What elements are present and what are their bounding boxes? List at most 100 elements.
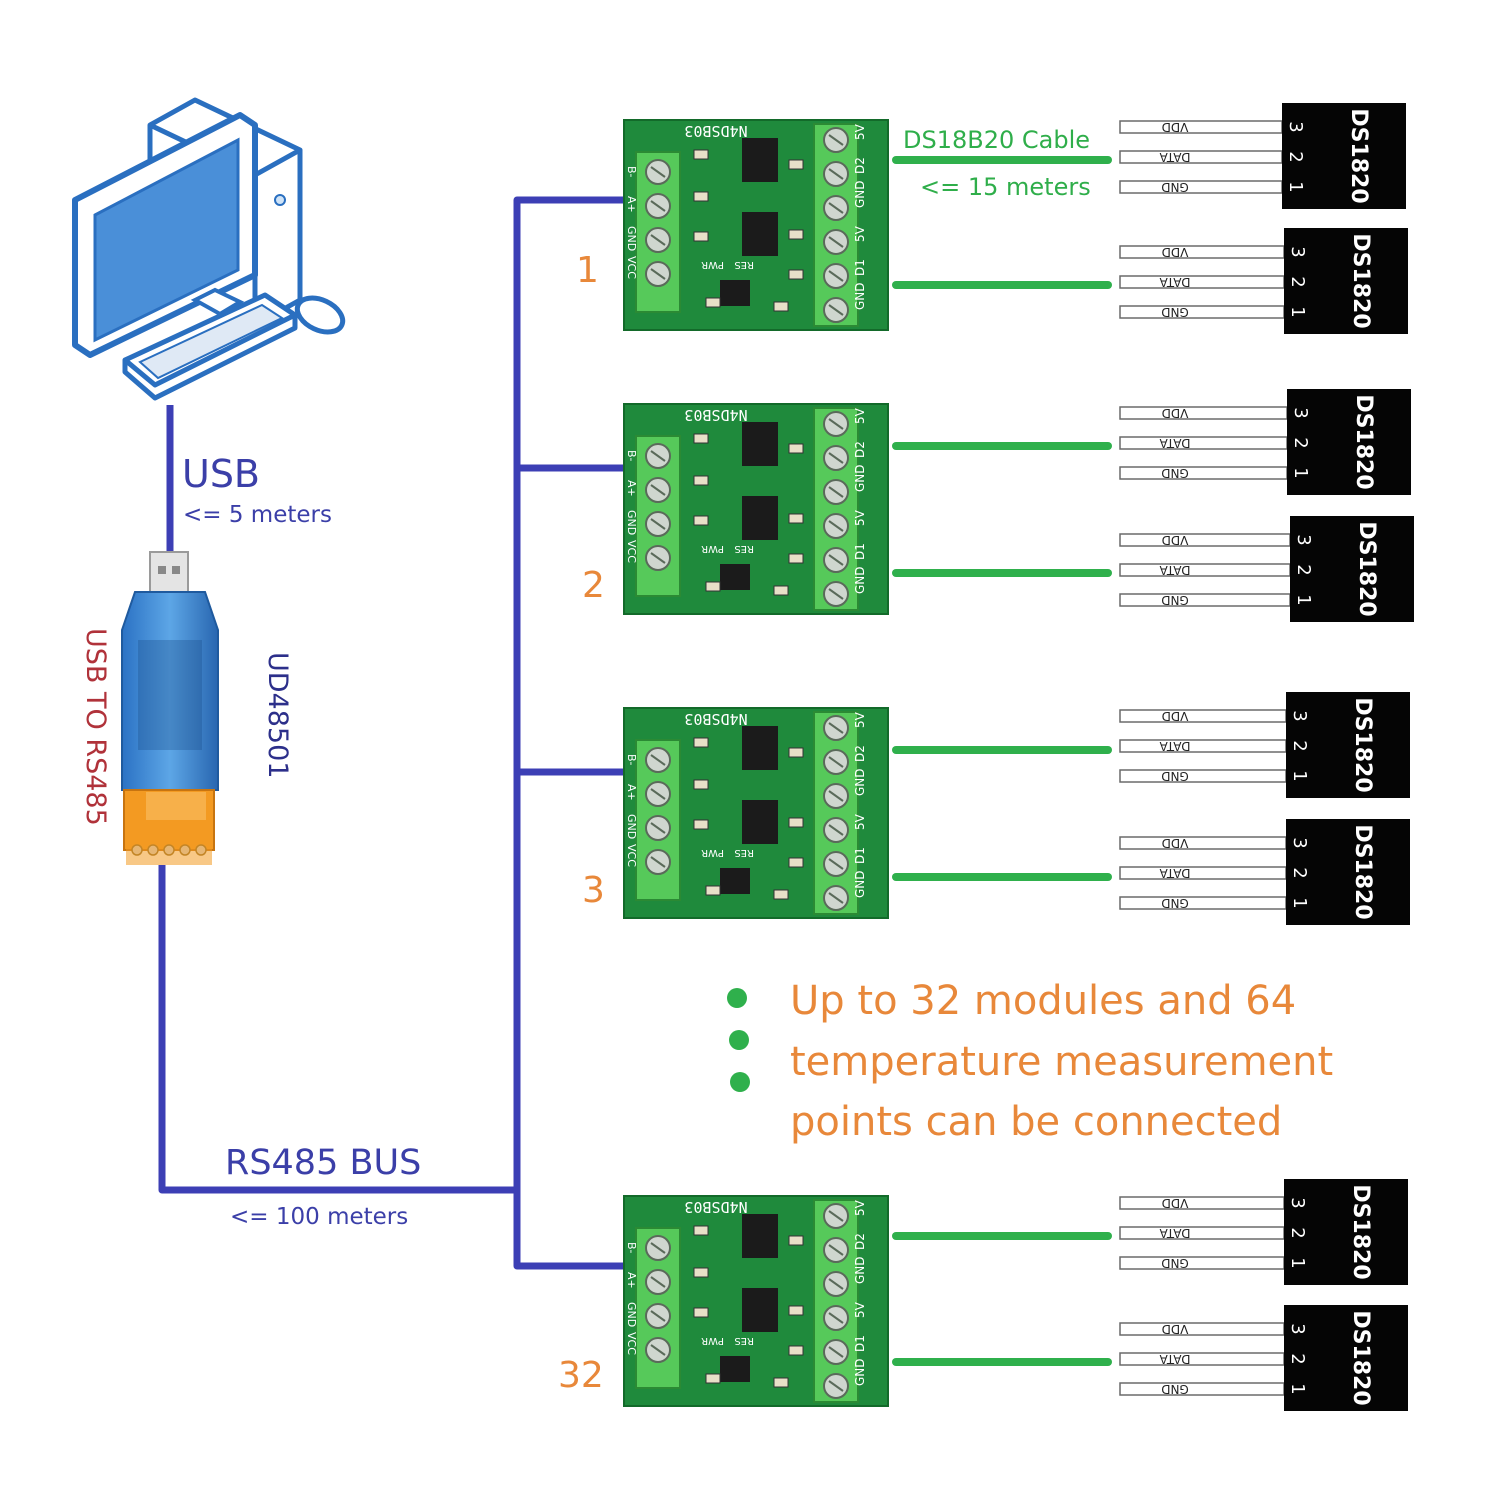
note-line-3: points can be connected: [790, 1099, 1283, 1145]
right-terminal-label: 5V: [853, 407, 867, 424]
sensor-body: [1290, 516, 1414, 622]
board-model-label: N4DSB03: [684, 1198, 747, 1216]
screw-slot: [828, 168, 844, 180]
smd-component: [693, 819, 709, 830]
sensor-body: [1287, 389, 1411, 495]
left-terminal-label: A+: [625, 784, 638, 801]
left-terminal-label: B-: [625, 450, 638, 462]
converter-name-label: USB TO RS485: [80, 628, 111, 826]
sensor-lead: [1119, 1382, 1285, 1396]
screw-slot: [650, 1242, 666, 1254]
sensor-pin-name: VDD: [1162, 709, 1189, 723]
screw-slot: [828, 452, 844, 464]
screw-slot: [650, 450, 666, 462]
sensor-lead: [1119, 1256, 1285, 1270]
screw-slot: [828, 486, 844, 498]
sensor-lead: [1119, 305, 1285, 319]
cable-label: DS18B20 Cable: [903, 126, 1091, 154]
sensor-name-label: DS1820: [1350, 697, 1375, 792]
terminal-block-right: [813, 123, 859, 327]
sensor-body: [1282, 103, 1406, 209]
screw-slot: [650, 856, 666, 868]
sensor-pin-number: 2: [1293, 564, 1314, 575]
computer-icon: [72, 97, 346, 401]
sensor-pin-name: GND: [1161, 1256, 1189, 1270]
right-terminal-label: D1: [853, 543, 867, 560]
left-terminal-label: VCC: [625, 844, 638, 867]
right-terminal-label: D1: [853, 1335, 867, 1352]
sensor-pin-name: GND: [1161, 305, 1189, 319]
sensor-lead: [1119, 150, 1283, 164]
pwr-silkscreen: PWR: [701, 1335, 724, 1346]
smd-component: [693, 1225, 709, 1236]
usb-distance-label: <= 5 meters: [183, 502, 332, 528]
sensor-pin-name: DATA: [1159, 275, 1191, 289]
sensor-cables-layer: [892, 156, 1112, 1366]
screw-slot: [828, 858, 844, 870]
sensor-lead: [1119, 1196, 1285, 1210]
res-silkscreen: RES: [734, 543, 754, 554]
sensor-pin-name: GND: [1161, 1382, 1189, 1396]
sensor-pin-name: GND: [1161, 466, 1189, 480]
board-model-label: N4DSB03: [684, 122, 747, 140]
sensor-pin-number: 2: [1287, 276, 1308, 287]
regulator-chip: [720, 868, 750, 894]
sensor-pin-name: GND: [1161, 180, 1189, 194]
sensor-pin-number: 3: [1287, 1323, 1308, 1334]
sensor-pin-number: 2: [1290, 437, 1311, 448]
screw-slot: [828, 1210, 844, 1222]
rs485-bus-label: RS485 BUS: [225, 1143, 422, 1183]
cable-distance-label: <= 15 meters: [920, 173, 1091, 201]
sensor-pin-name: VDD: [1162, 533, 1189, 547]
sensor-pin-name: VDD: [1162, 120, 1189, 134]
screw-slot: [828, 202, 844, 214]
screw-slot: [828, 1278, 844, 1290]
sensor-pin-number: 3: [1293, 534, 1314, 545]
sensor-pin-number: 1: [1287, 1383, 1308, 1394]
sensor-pin-name: DATA: [1159, 1352, 1191, 1366]
sensor-lead: [1119, 896, 1287, 910]
sensor-pin-name: VDD: [1162, 836, 1189, 850]
sensor-name-label: DS1820: [1348, 1310, 1373, 1405]
screw-slot: [828, 824, 844, 836]
sensor-pin-number: 2: [1285, 151, 1306, 162]
screw-slot: [828, 236, 844, 248]
sensor-name-label: DS1820: [1348, 1184, 1373, 1279]
screw-slot: [650, 1310, 666, 1322]
sensor-pin-name: VDD: [1162, 406, 1189, 420]
smd-component: [788, 817, 804, 828]
sensor-pin-name: GND: [1161, 896, 1189, 910]
sensor-pin-number: 2: [1289, 867, 1310, 878]
res-silkscreen: RES: [734, 1335, 754, 1346]
board-model-label: N4DSB03: [684, 710, 747, 728]
left-terminal-label: GND: [625, 1302, 638, 1327]
screw-slot: [650, 234, 666, 246]
usb-rs485-converter: [121, 551, 219, 865]
regulator-chip: [720, 564, 750, 590]
sensor-lead: [1119, 563, 1291, 577]
screw-slot: [828, 520, 844, 532]
screw-slot: [650, 268, 666, 280]
terminal-block-right: [813, 407, 859, 611]
bullet-dot: [729, 1030, 749, 1050]
sensor-body: [1284, 228, 1408, 334]
smd-component: [705, 885, 721, 896]
left-terminal-label: A+: [625, 1272, 638, 1289]
screw-slot: [828, 588, 844, 600]
right-terminal-label: GND: [853, 180, 867, 208]
smd-component: [693, 475, 709, 486]
screw-slot: [828, 1312, 844, 1324]
left-terminal-label: A+: [625, 196, 638, 213]
ic-chip: [742, 1288, 778, 1332]
screw-slot: [650, 518, 666, 530]
sensor-pin-number: 3: [1285, 121, 1306, 132]
right-terminal-label: 5V: [853, 509, 867, 526]
